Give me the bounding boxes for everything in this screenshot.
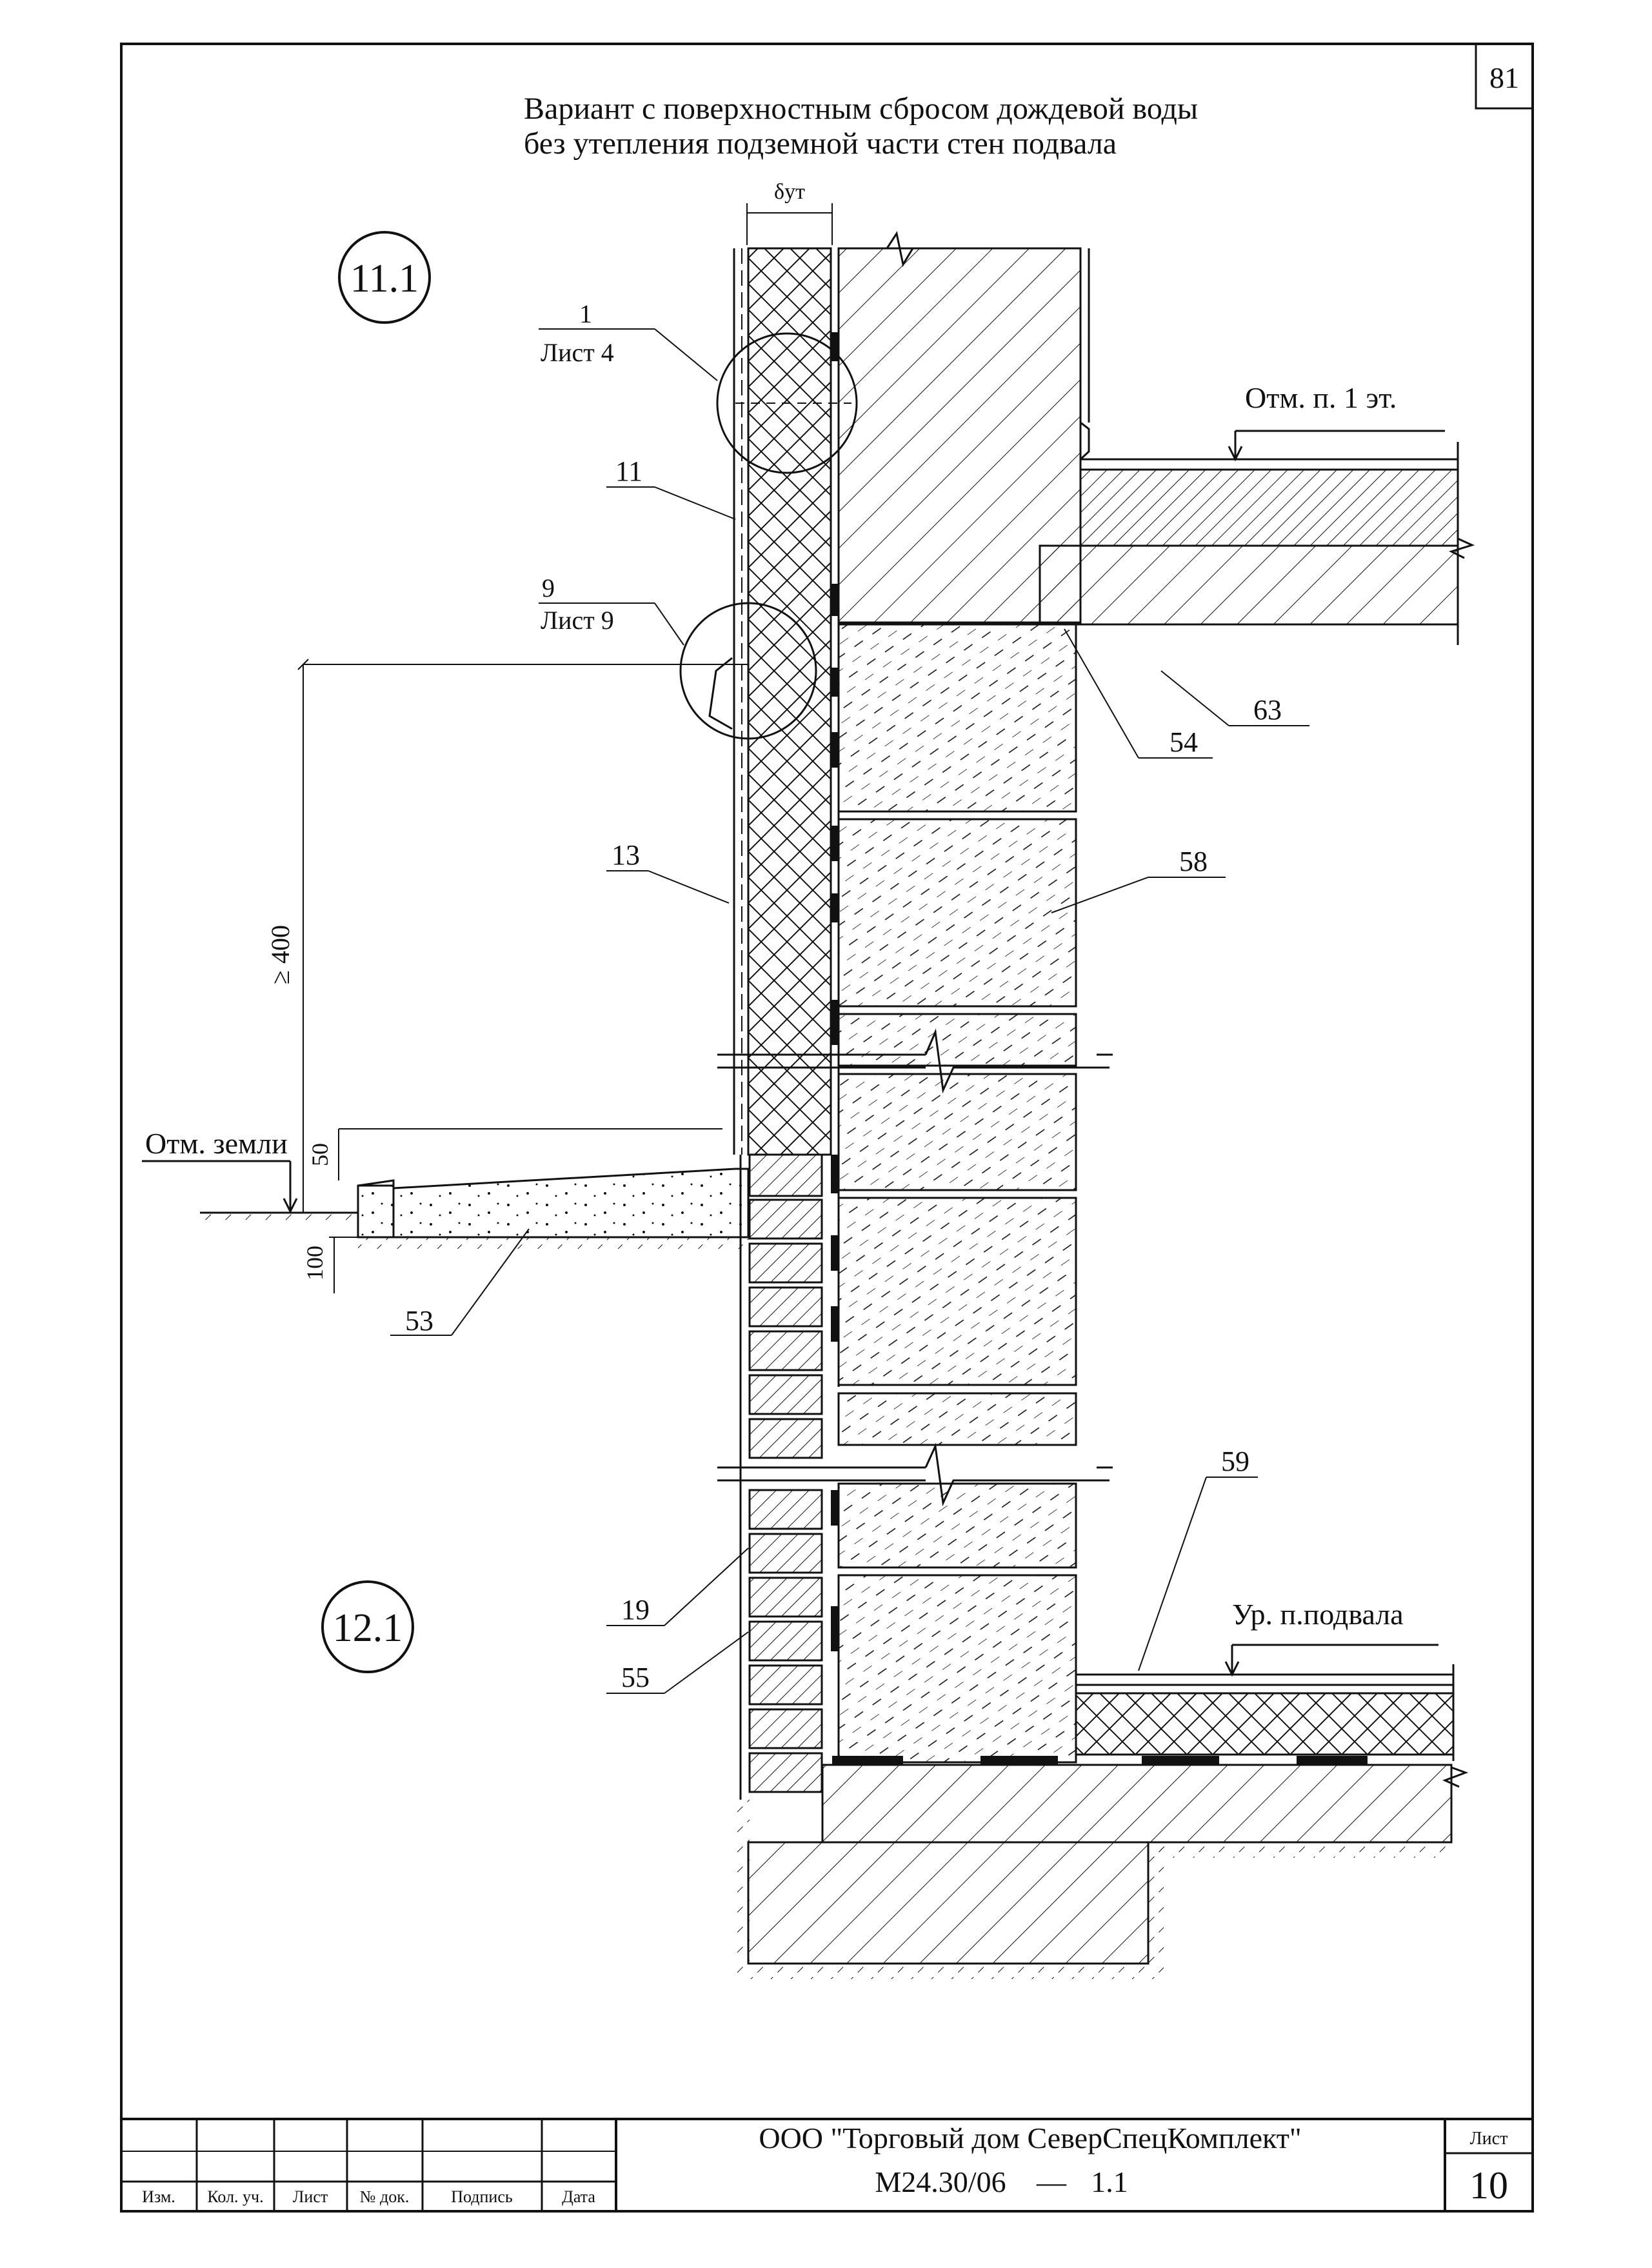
callout-54: 54: [1064, 628, 1213, 759]
stamp-header-sign: Подпись: [451, 2187, 513, 2206]
page-number-box: [1475, 43, 1534, 110]
callout-59: 59: [1138, 1446, 1258, 1671]
stamp-sheet-number: 10: [1469, 2164, 1508, 2207]
callout-63: 63: [1160, 670, 1309, 726]
title-line-1: Вариант с поверхностным сбросом дождевой…: [524, 92, 1198, 126]
svg-text:100: 100: [302, 1246, 328, 1280]
stamp-header-list: Лист: [293, 2187, 328, 2206]
basement-floor: [832, 1664, 1455, 1765]
svg-text:Ур. п.подвала: Ур. п.подвала: [1232, 1598, 1404, 1631]
stamp-company: ООО "Торговый дом СеверСпецКомплект": [759, 2122, 1301, 2154]
svg-text:19: 19: [621, 1594, 650, 1626]
dimension-400: ≥ 400: [266, 659, 748, 1213]
stamp-sheet-label: Лист: [1470, 2129, 1508, 2149]
page-number: 81: [1489, 61, 1519, 94]
svg-text:55: 55: [621, 1662, 650, 1693]
callout-55: 55: [606, 1631, 749, 1694]
brick-facing: [739, 1153, 823, 1800]
footing-earth: [1148, 1842, 1451, 1858]
svg-text:Отм. п. 1 эт.: Отм. п. 1 эт.: [1245, 381, 1397, 414]
stamp-header-kol: Кол. уч.: [207, 2187, 263, 2206]
block-wall: [837, 623, 1077, 1764]
drawing-frame: [120, 43, 1534, 2213]
waterproofing-marks: [831, 332, 839, 1651]
dimension-100: 100: [302, 1237, 361, 1293]
callout-58: 58: [1051, 846, 1226, 913]
title-block: Изм. Кол. уч. Лист № док. Подпись Дата О…: [121, 2118, 1533, 2211]
svg-text:Лист 9: Лист 9: [541, 606, 614, 635]
svg-text:59: 59: [1221, 1446, 1249, 1477]
thickness-label: δут: [774, 180, 805, 204]
stamp-dash: —: [1036, 2165, 1067, 2198]
level-ground: Отм. земли: [142, 1127, 298, 1214]
footing: [747, 1841, 1149, 1965]
stamp-header-date: Дата: [562, 2187, 595, 2206]
break-lines: [717, 1028, 1113, 1507]
blind-area: [200, 1168, 751, 1249]
callout-53: 53: [390, 1228, 530, 1337]
stamp-header-izm: Изм.: [142, 2187, 175, 2206]
reference-1-sheet-4: 1 Лист 4: [539, 299, 858, 474]
svg-text:11: 11: [615, 455, 642, 487]
slab-beam: [1039, 544, 1459, 626]
svg-text:11.1: 11.1: [350, 257, 419, 301]
level-floor1: Отм. п. 1 эт.: [1228, 381, 1445, 462]
svg-text:9: 9: [542, 573, 555, 602]
svg-text:1: 1: [579, 299, 592, 328]
callout-19: 19: [606, 1547, 749, 1626]
svg-text:54: 54: [1169, 726, 1198, 758]
svg-text:≥ 400: ≥ 400: [266, 925, 295, 984]
callout-13: 13: [606, 839, 730, 904]
svg-text:Лист 4: Лист 4: [541, 338, 614, 367]
stamp-version: 1.1: [1091, 2165, 1128, 2198]
svg-text:Отм. земли: Отм. земли: [145, 1127, 288, 1160]
reference-9-sheet-9: 9 Лист 9: [539, 573, 817, 740]
stamp-code: М24.30/06: [875, 2165, 1006, 2198]
dimension-50: 50: [307, 1128, 722, 1180]
svg-text:13: 13: [612, 839, 640, 871]
floor-slab: [1079, 468, 1459, 547]
svg-text:12.1: 12.1: [333, 1606, 403, 1650]
title-line-2: без утепления подземной части стен подва…: [524, 126, 1117, 161]
svg-text:53: 53: [405, 1305, 433, 1337]
foundation-slab: [821, 1764, 1453, 1844]
stamp-header-doc: № док.: [360, 2187, 410, 2206]
node-11-1: 11.1: [338, 231, 431, 324]
svg-text:63: 63: [1253, 694, 1282, 726]
callout-11: 11: [606, 455, 736, 520]
level-basement: Ур. п.подвала: [1224, 1598, 1438, 1677]
svg-text:58: 58: [1179, 846, 1208, 877]
node-12-1: 12.1: [321, 1580, 414, 1673]
svg-text:50: 50: [307, 1143, 333, 1166]
